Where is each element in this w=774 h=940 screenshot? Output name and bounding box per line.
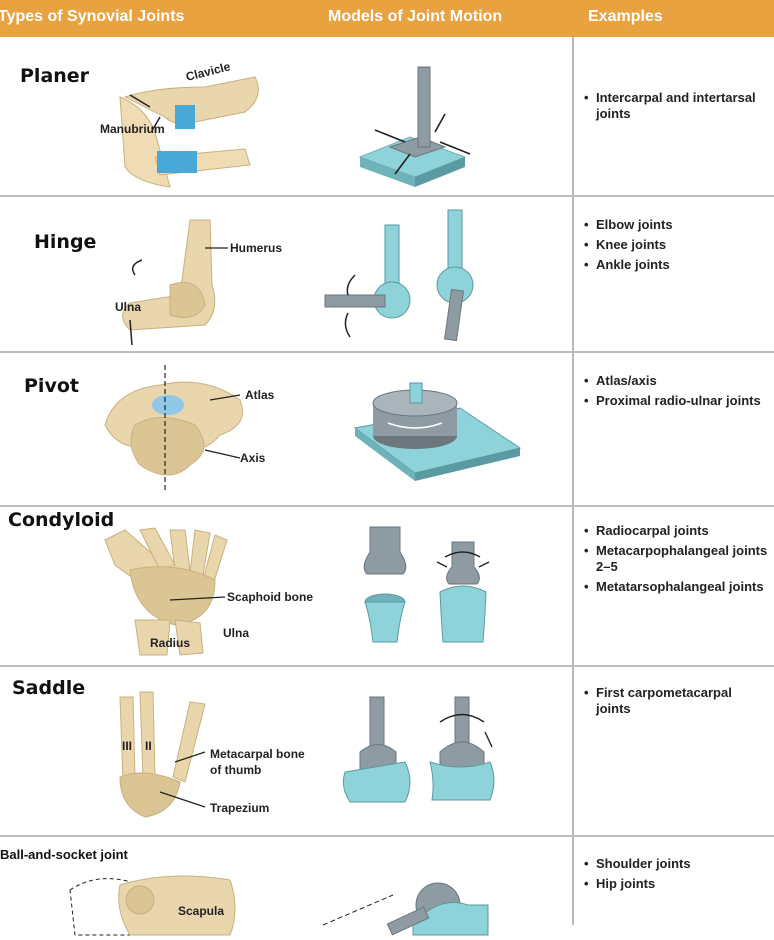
pivot-model-illustration xyxy=(353,382,522,481)
column-divider xyxy=(572,37,574,925)
pivot-anatomy-illustration: Atlas Axis xyxy=(104,365,275,490)
row-hinge: Hinge Humerus Ulna Elbow joints Knee joi… xyxy=(0,197,774,351)
header-examples: Examples xyxy=(588,8,663,25)
label-clavicle: Clavicle xyxy=(184,59,232,84)
example-item: Knee joints xyxy=(584,237,769,253)
type-name-condyloid: Condyloid xyxy=(8,509,115,531)
table-header: Types of Synovial Joints Models of Joint… xyxy=(0,0,774,37)
hinge-model-illustration xyxy=(324,209,474,342)
saddle-model-illustration xyxy=(342,696,495,803)
label-scaphoid-bone: Scaphoid bone xyxy=(227,590,313,604)
label-atlas: Atlas xyxy=(245,388,275,402)
condyloid-model-illustration xyxy=(363,526,490,643)
row-saddle: Saddle Metacarpal bone of thumb Trapeziu… xyxy=(0,667,774,835)
examples-hinge: Elbow joints Knee joints Ankle joints xyxy=(584,217,769,277)
label-radius: Radius xyxy=(150,636,190,650)
planer-model-illustration xyxy=(358,66,471,187)
label-manubrium: Manubrium xyxy=(100,122,165,136)
row-divider xyxy=(0,665,774,667)
label-humerus: Humerus xyxy=(230,241,282,255)
example-item: Radiocarpal joints xyxy=(584,523,769,539)
label-digit-iii: III xyxy=(122,739,132,753)
row-condyloid: Condyloid Scaphoid bone Radius Ulna Radi… xyxy=(0,507,774,665)
examples-ball-and-socket: Shoulder joints Hip joints xyxy=(584,856,769,896)
label-digit-ii: II xyxy=(145,739,152,753)
type-name-ball-and-socket: Ball-and-socket joint xyxy=(0,847,128,862)
row-pivot: Pivot Atlas Axis Atlas/axis Proximal rad… xyxy=(0,353,774,505)
examples-planer: Intercarpal and intertarsal joints xyxy=(584,90,769,126)
example-item: Ankle joints xyxy=(584,257,769,273)
type-name-saddle: Saddle xyxy=(12,677,86,699)
label-trapezium: Trapezium xyxy=(210,801,269,815)
row-ball-and-socket: Ball-and-socket joint Scapula Shoulder j… xyxy=(0,837,774,938)
example-item: Shoulder joints xyxy=(584,856,769,872)
type-name-planer: Planer xyxy=(20,65,90,87)
example-item: Proximal radio-ulnar joints xyxy=(584,393,769,409)
type-name-pivot: Pivot xyxy=(24,375,79,397)
example-item: Hip joints xyxy=(584,876,769,892)
planer-anatomy-illustration: Clavicle Manubrium xyxy=(100,59,259,188)
label-axis: Axis xyxy=(240,451,266,465)
examples-pivot: Atlas/axis Proximal radio-ulnar joints xyxy=(584,373,769,413)
example-item: Elbow joints xyxy=(584,217,769,233)
condyloid-anatomy-illustration: Scaphoid bone Radius Ulna xyxy=(104,527,313,656)
example-item: Metatarsophalangeal joints xyxy=(584,579,769,595)
saddle-anatomy-illustration: Metacarpal bone of thumb Trapezium III I… xyxy=(119,691,305,818)
examples-saddle: First carpometacarpal joints xyxy=(584,685,769,721)
example-item: First carpometacarpal joints xyxy=(584,685,769,717)
label-metacarpal-bone: Metacarpal bone xyxy=(210,747,305,761)
row-divider xyxy=(0,195,774,197)
example-item: Metacarpophalangeal joints 2–5 xyxy=(584,543,769,575)
row-divider xyxy=(0,351,774,353)
header-models: Models of Joint Motion xyxy=(328,8,503,25)
label-ulna-condyloid: Ulna xyxy=(223,626,249,640)
row-divider xyxy=(0,835,774,837)
row-divider xyxy=(0,505,774,507)
label-scapula: Scapula xyxy=(178,904,224,918)
row-planer: Planer Clavicle Manubrium Intercarpal an… xyxy=(0,37,774,195)
ball-and-socket-model-illustration xyxy=(322,882,489,936)
examples-condyloid: Radiocarpal joints Metacarpophalangeal j… xyxy=(584,523,769,599)
hinge-anatomy-illustration: Humerus Ulna xyxy=(115,219,282,346)
example-item: Intercarpal and intertarsal joints xyxy=(584,90,769,122)
label-ulna: Ulna xyxy=(115,300,141,314)
label-of-thumb: of thumb xyxy=(210,763,261,777)
ball-and-socket-anatomy-illustration: Scapula xyxy=(69,875,236,936)
example-item: Atlas/axis xyxy=(584,373,769,389)
header-types: Types of Synovial Joints xyxy=(0,8,185,25)
type-name-hinge: Hinge xyxy=(34,231,97,253)
